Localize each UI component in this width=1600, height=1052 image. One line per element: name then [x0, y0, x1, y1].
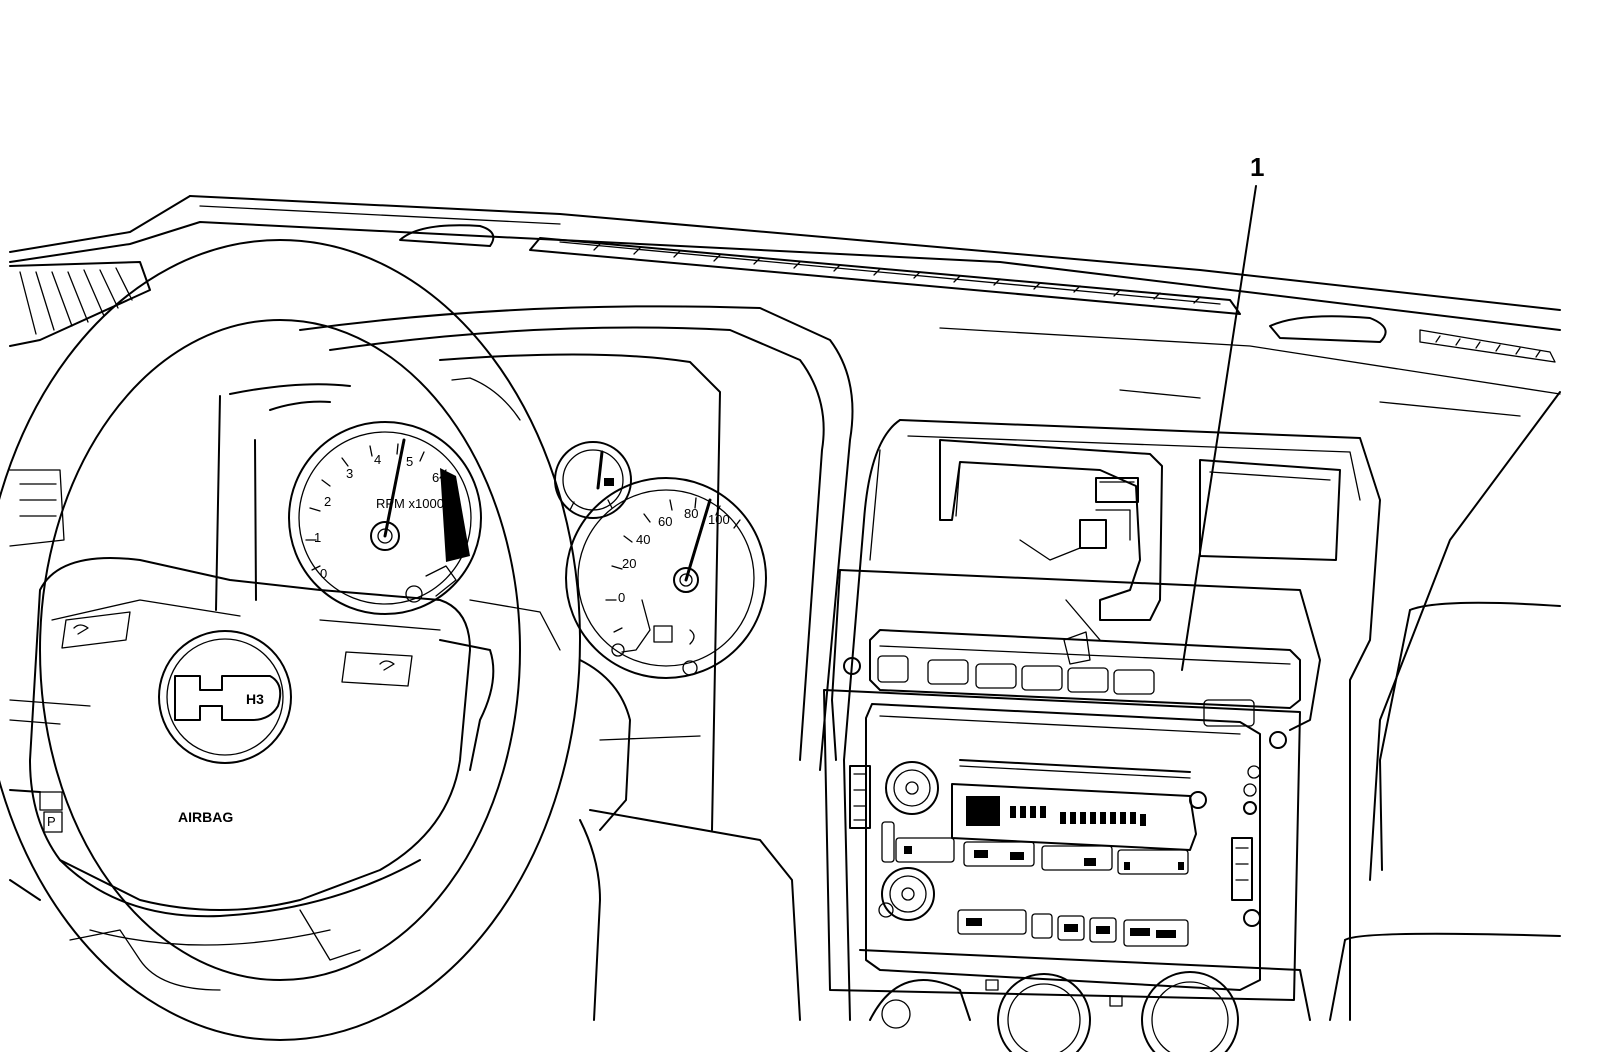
- tach-units-label: RPM x1000: [376, 496, 444, 511]
- speedo-label-60: 60: [658, 514, 672, 529]
- tach-label-0: 0: [320, 566, 327, 581]
- speedometer: 0 20 40 60 80 100: [565, 477, 767, 679]
- hvac-controls: [859, 949, 1311, 1052]
- instrument-cluster: [215, 305, 854, 831]
- speedo-label-80: 80: [684, 506, 698, 521]
- tachometer: 0 1 2 3 4 5 6 RPM x1000: [288, 421, 482, 615]
- left-air-vent: [9, 261, 151, 347]
- tach-label-2: 2: [324, 494, 331, 509]
- tach-label-3: 3: [346, 466, 353, 481]
- fuel-gauge: [554, 441, 632, 519]
- tach-label-1: 1: [314, 530, 321, 545]
- tach-label-5: 5: [406, 454, 413, 469]
- left-lower-panel: P: [9, 469, 91, 901]
- steering-column: [579, 659, 801, 1021]
- speedo-label-20: 20: [622, 556, 636, 571]
- airbag-label: AIRBAG: [178, 809, 233, 825]
- speedo-label-40: 40: [636, 532, 650, 547]
- emblem-text: H3: [246, 691, 264, 707]
- dashboard-top: [9, 195, 1561, 1021]
- callout-1: 1: [1181, 152, 1264, 671]
- tach-label-6: 6: [432, 470, 439, 485]
- callout-1-number: 1: [1250, 152, 1264, 182]
- center-stack-bezel: [843, 419, 1381, 1021]
- tach-label-4: 4: [374, 452, 381, 467]
- left-panel-mark-p: P: [47, 814, 56, 829]
- callout-1-leader-line: [1181, 185, 1257, 671]
- speedo-label-0: 0: [618, 590, 625, 605]
- steering-wheel: H3 AIRBAG: [0, 239, 581, 1041]
- speedo-label-100: 100: [708, 512, 730, 527]
- radio-control-module: [823, 569, 1321, 1001]
- steering-wheel-emblem: H3: [174, 675, 282, 721]
